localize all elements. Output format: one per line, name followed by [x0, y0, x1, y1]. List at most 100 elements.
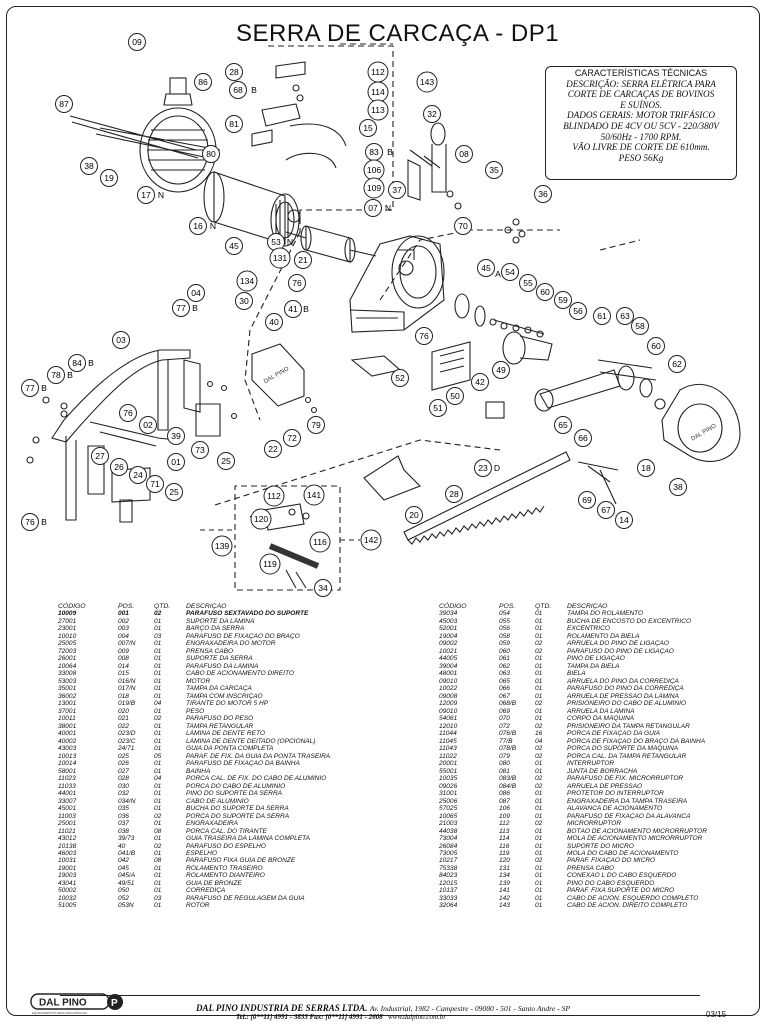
callout-label: N [287, 237, 293, 247]
motor-cover-marking: DAL PINO [690, 423, 717, 442]
part-position: 062 [499, 662, 510, 670]
part-quantity: 02 [154, 610, 162, 618]
callout-circle [194, 73, 212, 91]
part-quantity: 02 [535, 752, 543, 760]
callout-label: 38 [673, 482, 683, 492]
specs-line: BLINDADO DE 4CV OU 5CV - 220/380V [563, 120, 719, 131]
callout-label: 141 [307, 490, 322, 500]
part-quantity: 02 [535, 782, 543, 790]
part-position: 021 [118, 715, 129, 723]
callout-circle [225, 115, 243, 133]
callout-label: 51 [433, 403, 443, 413]
part-quantity: 01 [154, 864, 162, 872]
callout-circle [363, 177, 385, 199]
callout-circle [189, 217, 207, 235]
callout-circle [167, 427, 185, 445]
callout-circle [668, 355, 686, 373]
callout-circle [294, 251, 312, 269]
contact-line: Tel.: [0**11] 4991 - 3833 Fax: [0**11] 4… [236, 1013, 446, 1021]
part-code: 43012 [58, 835, 77, 843]
callout-label: 134 [240, 276, 255, 286]
part-position: 055 [499, 617, 510, 625]
part-description: CORREDIÇA [186, 887, 226, 895]
part-code: 73004 [439, 835, 458, 843]
callout-circle [217, 452, 235, 470]
part-position: 045 [118, 864, 129, 872]
callout-label: B [303, 304, 309, 314]
part-description: TAMPA DO ROLAMENTO [567, 610, 644, 618]
part-quantity: 01 [154, 625, 162, 633]
callout-circle [236, 270, 258, 292]
part-quantity: 01 [154, 685, 162, 693]
part-description: TAMPA RETANGULAR [186, 722, 254, 730]
callout-circle [165, 483, 183, 501]
callout-label: 21 [298, 255, 308, 265]
part-description: BOTÃO DE ACIONAMENTO MICRORRUPTOR [567, 827, 707, 835]
callout-circle [263, 485, 285, 507]
part-code: 58001 [58, 767, 77, 775]
part-code: 13001 [58, 700, 77, 708]
callout-label: 113 [371, 105, 385, 115]
header-code: CÓDIGO [439, 603, 467, 610]
part-quantity: 01 [154, 737, 162, 745]
part-quantity: 01 [154, 879, 162, 887]
callout-circle [137, 186, 155, 204]
part-quantity: 01 [535, 655, 543, 663]
callout-circle [534, 185, 552, 203]
part-code: 12010 [439, 722, 458, 730]
weight-block: DAL PINO [251, 343, 305, 407]
callout-label: 62 [672, 359, 682, 369]
callout-label: 69 [582, 495, 592, 505]
callout-label: 77 [25, 383, 35, 393]
part-position: 078/B [499, 745, 517, 753]
callout-label: 80 [206, 149, 216, 159]
callout-circle [314, 579, 332, 597]
callout-label: 45 [481, 263, 491, 273]
part-quantity: 02 [535, 775, 543, 783]
part-position: 065 [499, 677, 510, 685]
part-code: 40002 [58, 737, 77, 745]
part-description: PORCA DO CABO DE ALUMINIO [186, 782, 286, 790]
bronze-guide [431, 341, 505, 419]
callout-label: 79 [311, 420, 321, 430]
part-code: 53003 [58, 677, 77, 685]
part-code: 44001 [58, 790, 77, 798]
part-position: 142 [499, 894, 510, 902]
part-code: 50002 [58, 887, 77, 895]
part-code: 45001 [58, 805, 77, 813]
part-quantity: 01 [154, 887, 162, 895]
callout-label: 17 [141, 190, 151, 200]
part-code: 21003 [439, 820, 458, 828]
part-description: CABO DE ACION. ESQUERDO COMPLETO [567, 894, 699, 902]
part-position: 139 [499, 879, 510, 887]
part-position: 080 [499, 760, 510, 768]
part-code: 10031 [58, 857, 77, 865]
part-description: CONEXÃO L DO CABO ESQUERDO [567, 872, 677, 880]
callout-label: 81 [229, 119, 239, 129]
part-quantity: 16 [535, 730, 543, 738]
callout-circle [360, 529, 382, 551]
part-description: PROTETOR DO INTERRUPTOR [567, 790, 664, 798]
callout-label: 15 [363, 123, 373, 133]
callout-label: 42 [475, 377, 485, 387]
header-pos: POS. [118, 603, 135, 610]
part-description: BUCHA DE ENCOSTO DO EXCÊNTRICO [567, 617, 692, 625]
part-quantity: 01 [154, 835, 162, 843]
part-code: 57025 [439, 805, 458, 813]
part-quantity: 04 [154, 775, 162, 783]
part-description: MICRORRUPTOR [567, 820, 622, 828]
callout-label: 63 [620, 311, 630, 321]
